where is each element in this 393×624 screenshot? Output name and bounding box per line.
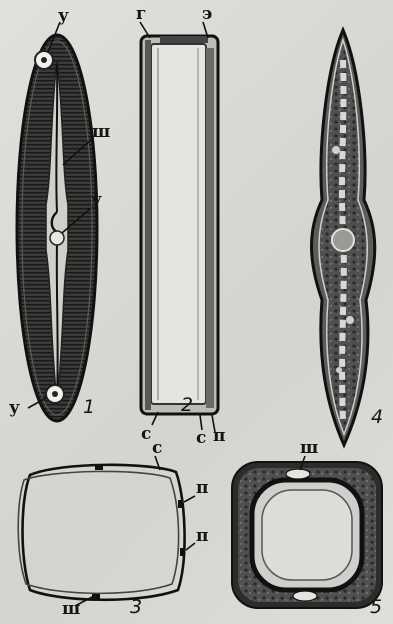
figure-4-protoplast-view <box>312 30 375 445</box>
label-fig1-top-nodule: у <box>58 8 69 25</box>
label-fig2-epitheca: э <box>202 6 212 23</box>
figure-1-valve-view <box>17 22 97 421</box>
label-fig3-c: с <box>152 440 162 457</box>
label-fig1-raphe: ш <box>92 124 110 141</box>
label-fig5-raphe: ш <box>300 440 318 457</box>
figure-5-protoplast-cross-section <box>232 456 382 608</box>
figure-4-number: 4 <box>371 408 383 427</box>
label-fig2-girdle: г <box>136 6 146 23</box>
label-fig2-left-c: с <box>141 426 151 443</box>
figure-3-number: 3 <box>130 598 142 617</box>
label-fig1-bottom-nodule: у <box>9 400 20 417</box>
label-fig2-right-c: с <box>196 430 206 447</box>
figure-2-number: 2 <box>181 396 193 415</box>
figure-1-number: 1 <box>83 398 95 417</box>
label-fig2-p: п <box>213 428 225 445</box>
label-fig1-central-nodule: у <box>91 192 102 209</box>
label-fig3-p-bottom: п <box>196 528 208 545</box>
figure-5-number: 5 <box>370 598 382 617</box>
figure-3-cross-section <box>18 456 195 606</box>
figure-2-girdle-view <box>140 22 218 432</box>
label-fig3-p-top: п <box>196 480 208 497</box>
label-fig3-raphe: ш <box>62 601 80 618</box>
